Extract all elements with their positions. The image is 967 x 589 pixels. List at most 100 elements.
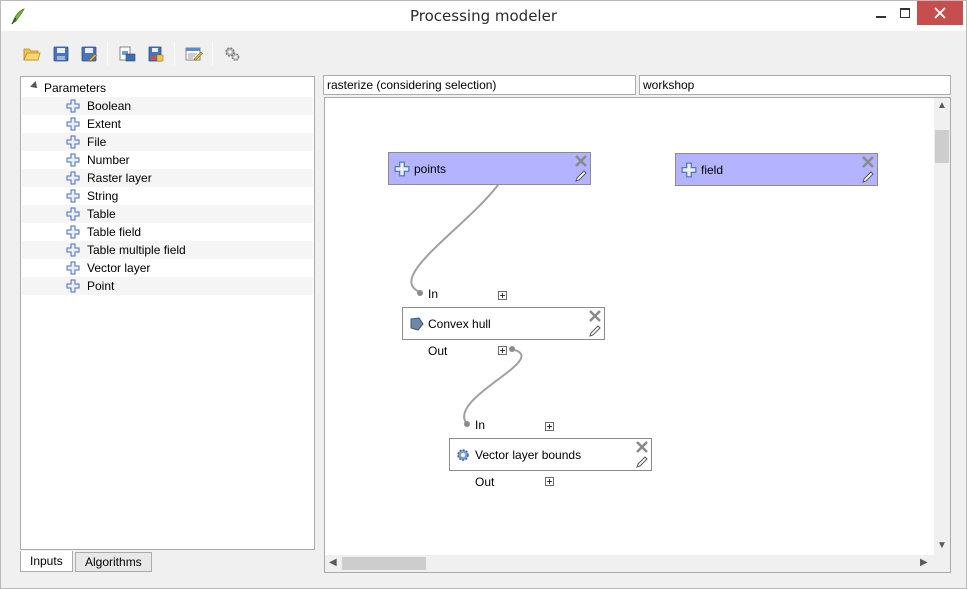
tree-item-extent[interactable]: Extent xyxy=(22,115,313,133)
expand-outputs-button[interactable] xyxy=(498,346,507,355)
tree-item-table-field[interactable]: Table field xyxy=(22,223,313,241)
tree-item-label: File xyxy=(87,135,107,149)
expand-inputs-button[interactable] xyxy=(498,291,507,300)
tree-item-label: Boolean xyxy=(87,99,132,113)
floppy-disk-icon xyxy=(53,46,69,62)
export-python-button[interactable] xyxy=(145,43,167,65)
tree-item-raster-layer[interactable]: Raster layer xyxy=(22,169,313,187)
plus-icon xyxy=(66,135,80,149)
plus-icon xyxy=(66,207,80,221)
tree-root-parameters[interactable]: Parameters xyxy=(22,79,313,97)
vertical-scroll-thumb[interactable] xyxy=(935,130,949,163)
link-endpoint xyxy=(464,421,470,427)
save-as-button[interactable] xyxy=(78,43,100,65)
scroll-down-icon[interactable]: ▼ xyxy=(937,540,947,551)
tree-item-file[interactable]: File xyxy=(22,133,313,151)
maximize-button[interactable] xyxy=(889,1,920,25)
tree-item-string[interactable]: String xyxy=(22,187,313,205)
scroll-right-icon[interactable]: ▶ xyxy=(920,557,928,568)
tab-label: Algorithms xyxy=(85,555,142,569)
tab-inputs[interactable]: Inputs xyxy=(20,551,73,572)
plus-icon xyxy=(66,117,80,131)
tree-item-table[interactable]: Table xyxy=(22,205,313,223)
save-model-button[interactable] xyxy=(50,43,72,65)
connection-links xyxy=(410,184,523,427)
tree-item-vector-layer[interactable]: Vector layer xyxy=(22,259,313,277)
delete-node-icon[interactable] xyxy=(588,309,602,323)
panel-tabs: Inputs Algorithms xyxy=(20,551,320,574)
tab-label: Inputs xyxy=(30,554,63,568)
tree-item-number[interactable]: Number xyxy=(22,151,313,169)
model-canvas[interactable]: points field In Convex hull Out In Vecto… xyxy=(324,97,951,573)
port-out-label: Out xyxy=(475,475,495,489)
node-convex-hull[interactable]: Convex hull xyxy=(402,307,605,340)
plus-icon xyxy=(66,171,80,185)
qgis-app-icon xyxy=(11,8,25,25)
node-field-parameter[interactable]: field xyxy=(675,153,878,186)
tree-item-label: Table field xyxy=(87,225,142,239)
node-points-parameter[interactable]: points xyxy=(388,152,591,185)
scroll-corner xyxy=(933,555,950,572)
minimize-button[interactable] xyxy=(865,1,896,25)
model-group-input[interactable]: workshop xyxy=(639,75,951,95)
delete-node-icon[interactable] xyxy=(574,154,588,168)
scroll-up-icon[interactable]: ▲ xyxy=(937,100,947,111)
run-model-button[interactable] xyxy=(221,43,243,65)
modeler-toolbar xyxy=(11,41,311,69)
plus-icon xyxy=(394,161,410,177)
node-label: field xyxy=(701,163,724,177)
tab-algorithms[interactable]: Algorithms xyxy=(75,552,152,572)
folder-open-icon xyxy=(23,48,41,61)
edit-pencil-icon[interactable] xyxy=(588,324,602,338)
delete-node-icon[interactable] xyxy=(635,440,649,454)
edit-pencil-icon[interactable] xyxy=(574,169,588,183)
plus-icon xyxy=(66,225,80,239)
polygon-icon xyxy=(410,317,424,331)
tree-item-label: Table multiple field xyxy=(87,243,186,257)
link-endpoint xyxy=(417,290,423,296)
export-image-button[interactable] xyxy=(116,43,138,65)
node-label: Vector layer bounds xyxy=(475,448,582,462)
plus-icon xyxy=(66,189,80,203)
node-vector-layer-bounds[interactable]: Vector layer bounds xyxy=(449,438,652,471)
vertical-scrollbar[interactable]: ▲ ▼ xyxy=(934,98,950,556)
horizontal-scrollbar[interactable]: ◀ ▶ xyxy=(325,555,934,572)
scroll-left-icon[interactable]: ◀ xyxy=(329,557,337,568)
tree-item-label: Table xyxy=(87,207,116,221)
export-image-icon xyxy=(119,46,136,62)
port-out-label: Out xyxy=(428,344,448,358)
edit-pencil-icon[interactable] xyxy=(861,170,875,184)
tree-item-label: Number xyxy=(87,153,130,167)
close-icon xyxy=(934,7,946,19)
expand-inputs-button[interactable] xyxy=(545,422,554,431)
node-label: points xyxy=(414,162,447,176)
node-label: Convex hull xyxy=(428,317,491,331)
edit-help-button[interactable] xyxy=(183,43,205,65)
tree-root-label: Parameters xyxy=(44,81,107,95)
tree-item-boolean[interactable]: Boolean xyxy=(22,97,313,115)
delete-node-icon[interactable] xyxy=(861,155,875,169)
tree-item-label: Vector layer xyxy=(87,261,151,275)
plus-icon xyxy=(66,99,80,113)
link-endpoint xyxy=(509,346,515,352)
close-window-button[interactable] xyxy=(917,1,963,25)
plus-icon xyxy=(66,261,80,275)
plus-icon xyxy=(66,279,80,293)
horizontal-scroll-thumb[interactable] xyxy=(342,557,426,570)
export-python-icon xyxy=(148,46,164,62)
tree-item-table-multiple-field[interactable]: Table multiple field xyxy=(22,241,313,259)
link-convex-hull-to-bounds xyxy=(463,348,523,425)
model-group-value: workshop xyxy=(643,78,695,92)
inputs-tree: Parameters Boolean Extent File Number Ra… xyxy=(20,76,315,550)
window-title: Processing modeler xyxy=(410,7,557,25)
plus-icon xyxy=(66,243,80,257)
save-as-icon xyxy=(81,46,97,62)
collapse-arrow-icon[interactable] xyxy=(30,81,40,91)
tree-item-point[interactable]: Point xyxy=(22,277,313,295)
edit-pencil-icon[interactable] xyxy=(635,455,649,469)
tree-item-label: Extent xyxy=(87,117,122,131)
expand-outputs-button[interactable] xyxy=(545,477,554,486)
open-model-button[interactable] xyxy=(21,43,43,65)
model-name-input[interactable]: rasterize (considering selection) xyxy=(323,75,636,95)
title-bar: Processing modeler xyxy=(1,1,966,31)
